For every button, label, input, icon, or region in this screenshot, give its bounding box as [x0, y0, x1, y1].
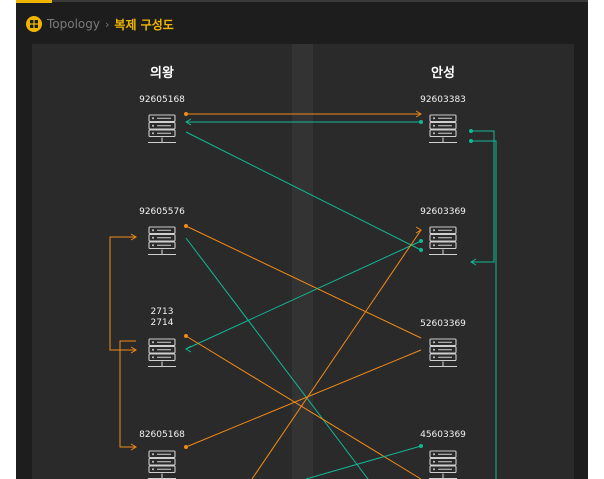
node-label-right-2: 92603369 — [420, 207, 466, 217]
node-label-left-2: 92605576 — [139, 207, 185, 217]
header-divider — [52, 0, 588, 2]
breadcrumb: Topology › 복제 구성도 — [26, 14, 174, 34]
topology-window: Topology › 복제 구성도 의왕 안성 92605168 9260557… — [16, 0, 588, 479]
node-label-right-3: 52603369 — [420, 319, 466, 329]
node-label-right-4: 45603369 — [420, 430, 466, 440]
site-panel-left — [32, 44, 292, 479]
node-label-right-1: 92603383 — [420, 95, 466, 105]
breadcrumb-root[interactable]: Topology — [47, 17, 100, 31]
site-title-left: 의왕 — [150, 66, 174, 81]
node-label-left-4: 82605168 — [139, 430, 185, 440]
header-accent-bar — [16, 0, 52, 3]
breadcrumb-separator: › — [105, 17, 110, 31]
breadcrumb-current: 복제 구성도 — [114, 17, 174, 32]
dashboard-icon[interactable] — [26, 16, 42, 32]
site-panel-right — [313, 44, 574, 479]
panel-gutter — [292, 44, 313, 479]
node-label-left-1: 92605168 — [139, 95, 185, 105]
node-label-left-3: 2713 2714 — [150, 307, 174, 328]
site-title-right: 안성 — [431, 66, 455, 81]
